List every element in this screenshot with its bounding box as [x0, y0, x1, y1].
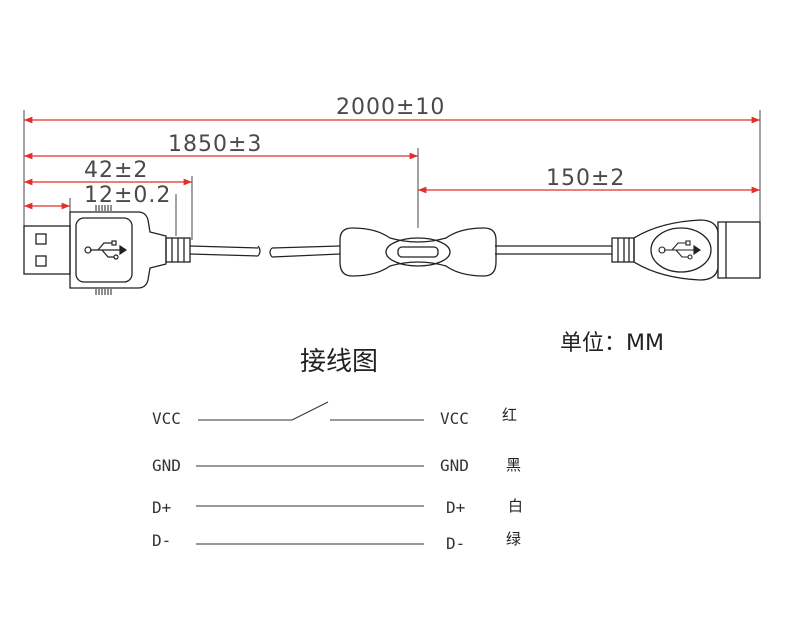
- usb-logo-icon: [658, 240, 701, 260]
- wiring-title: 接线图: [300, 347, 378, 377]
- unit-label: 单位：MM: [560, 331, 664, 356]
- usb-logo-icon: [84, 240, 128, 260]
- wire-left-label: D+: [152, 498, 171, 517]
- usb-a-female-plug: [611, 219, 761, 281]
- wire-color-label: 白: [508, 497, 523, 515]
- wire-left-label: VCC: [152, 409, 181, 428]
- dim-total-text: 2000±10: [336, 95, 445, 120]
- wire-color-label: 红: [502, 406, 517, 424]
- switch-contact: [291, 401, 329, 421]
- dim-to-switch-text: 1850±3: [168, 132, 262, 157]
- cable: [189, 245, 612, 258]
- inline-switch: [339, 227, 497, 277]
- usb-a-male-plug: [23, 205, 191, 295]
- wire-right-label: GND: [440, 456, 469, 475]
- wire-color-label: 绿: [506, 530, 521, 548]
- wire-left-label: D-: [152, 531, 171, 550]
- wire-right-label: D+: [446, 498, 465, 517]
- wiring-diagram: VCC VCC 红 GND GND 黑 D+ D+ 白 D- D- 绿: [152, 401, 523, 553]
- wire-left-label: GND: [152, 456, 181, 475]
- wire-color-label: 黑: [506, 456, 521, 474]
- dim-plug-text: 12±0.2: [84, 183, 171, 208]
- wire-right-label: VCC: [440, 409, 469, 428]
- wire-right-label: D-: [446, 534, 465, 553]
- dim-boot-text: 42±2: [84, 158, 148, 183]
- dim-switch-end-text: 150±2: [546, 166, 625, 191]
